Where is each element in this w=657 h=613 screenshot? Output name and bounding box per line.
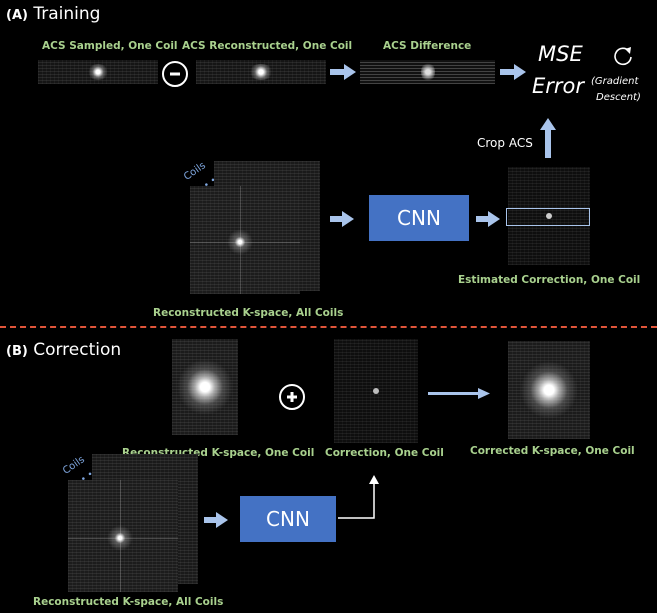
corrected-kspace-image [508, 341, 590, 439]
cnn-box-a: CNN [369, 195, 469, 241]
gradient-label: (Gradient [591, 76, 639, 87]
mse-label: MSE [538, 42, 583, 66]
caption-acs-sampled: ACS Sampled, One Coil [42, 40, 178, 52]
caption-acs-reconstructed: ACS Reconstructed, One Coil [182, 40, 353, 52]
caption-recon-all-coils-b: Reconstructed K-space, All Coils [33, 596, 224, 608]
acs-reconstructed-image [196, 60, 326, 84]
caption-correction-one-coil: Correction, One Coil [325, 447, 444, 459]
recon-kspace-all-coils-image-a [190, 186, 300, 294]
cnn-box-b: CNN [240, 496, 336, 542]
arrow-elbow-up [338, 475, 379, 519]
caption-estimated-correction: Estimated Correction, One Coil [458, 274, 641, 286]
recon-kspace-all-coils-image-b [68, 480, 178, 592]
crop-acs-box [506, 208, 590, 226]
descent-label: Descent) [596, 92, 641, 103]
arrow-from-cnn-a [476, 211, 500, 227]
arrow-up [540, 118, 556, 158]
arrow-to-cnn-a [330, 211, 354, 227]
caption-acs-difference: ACS Difference [383, 40, 472, 52]
refresh-icon [614, 47, 632, 66]
recon-kspace-one-coil-image [172, 339, 238, 435]
arrow-right-1 [330, 64, 356, 80]
caption-recon-all-coils-a: Reconstructed K-space, All Coils [153, 307, 344, 319]
minus-circle-icon [162, 61, 188, 87]
section-divider [0, 326, 657, 328]
arrow-to-corrected [428, 388, 490, 399]
caption-corrected-one-coil: Corrected K-space, One Coil [470, 445, 635, 457]
section-b-title: (B) Correction [6, 340, 122, 360]
acs-sampled-image [38, 60, 158, 84]
coils-label-a: Coils [182, 160, 208, 183]
acs-difference-image [360, 60, 495, 84]
section-a-title: (A) Training [6, 4, 101, 24]
arrow-right-2 [500, 64, 526, 80]
error-label: Error [532, 74, 585, 98]
correction-one-coil-image [334, 339, 418, 443]
estimated-correction-image [508, 167, 590, 265]
plus-circle-icon [279, 384, 305, 410]
crop-acs-label: Crop ACS [477, 136, 533, 150]
arrow-to-cnn-b [204, 512, 228, 528]
